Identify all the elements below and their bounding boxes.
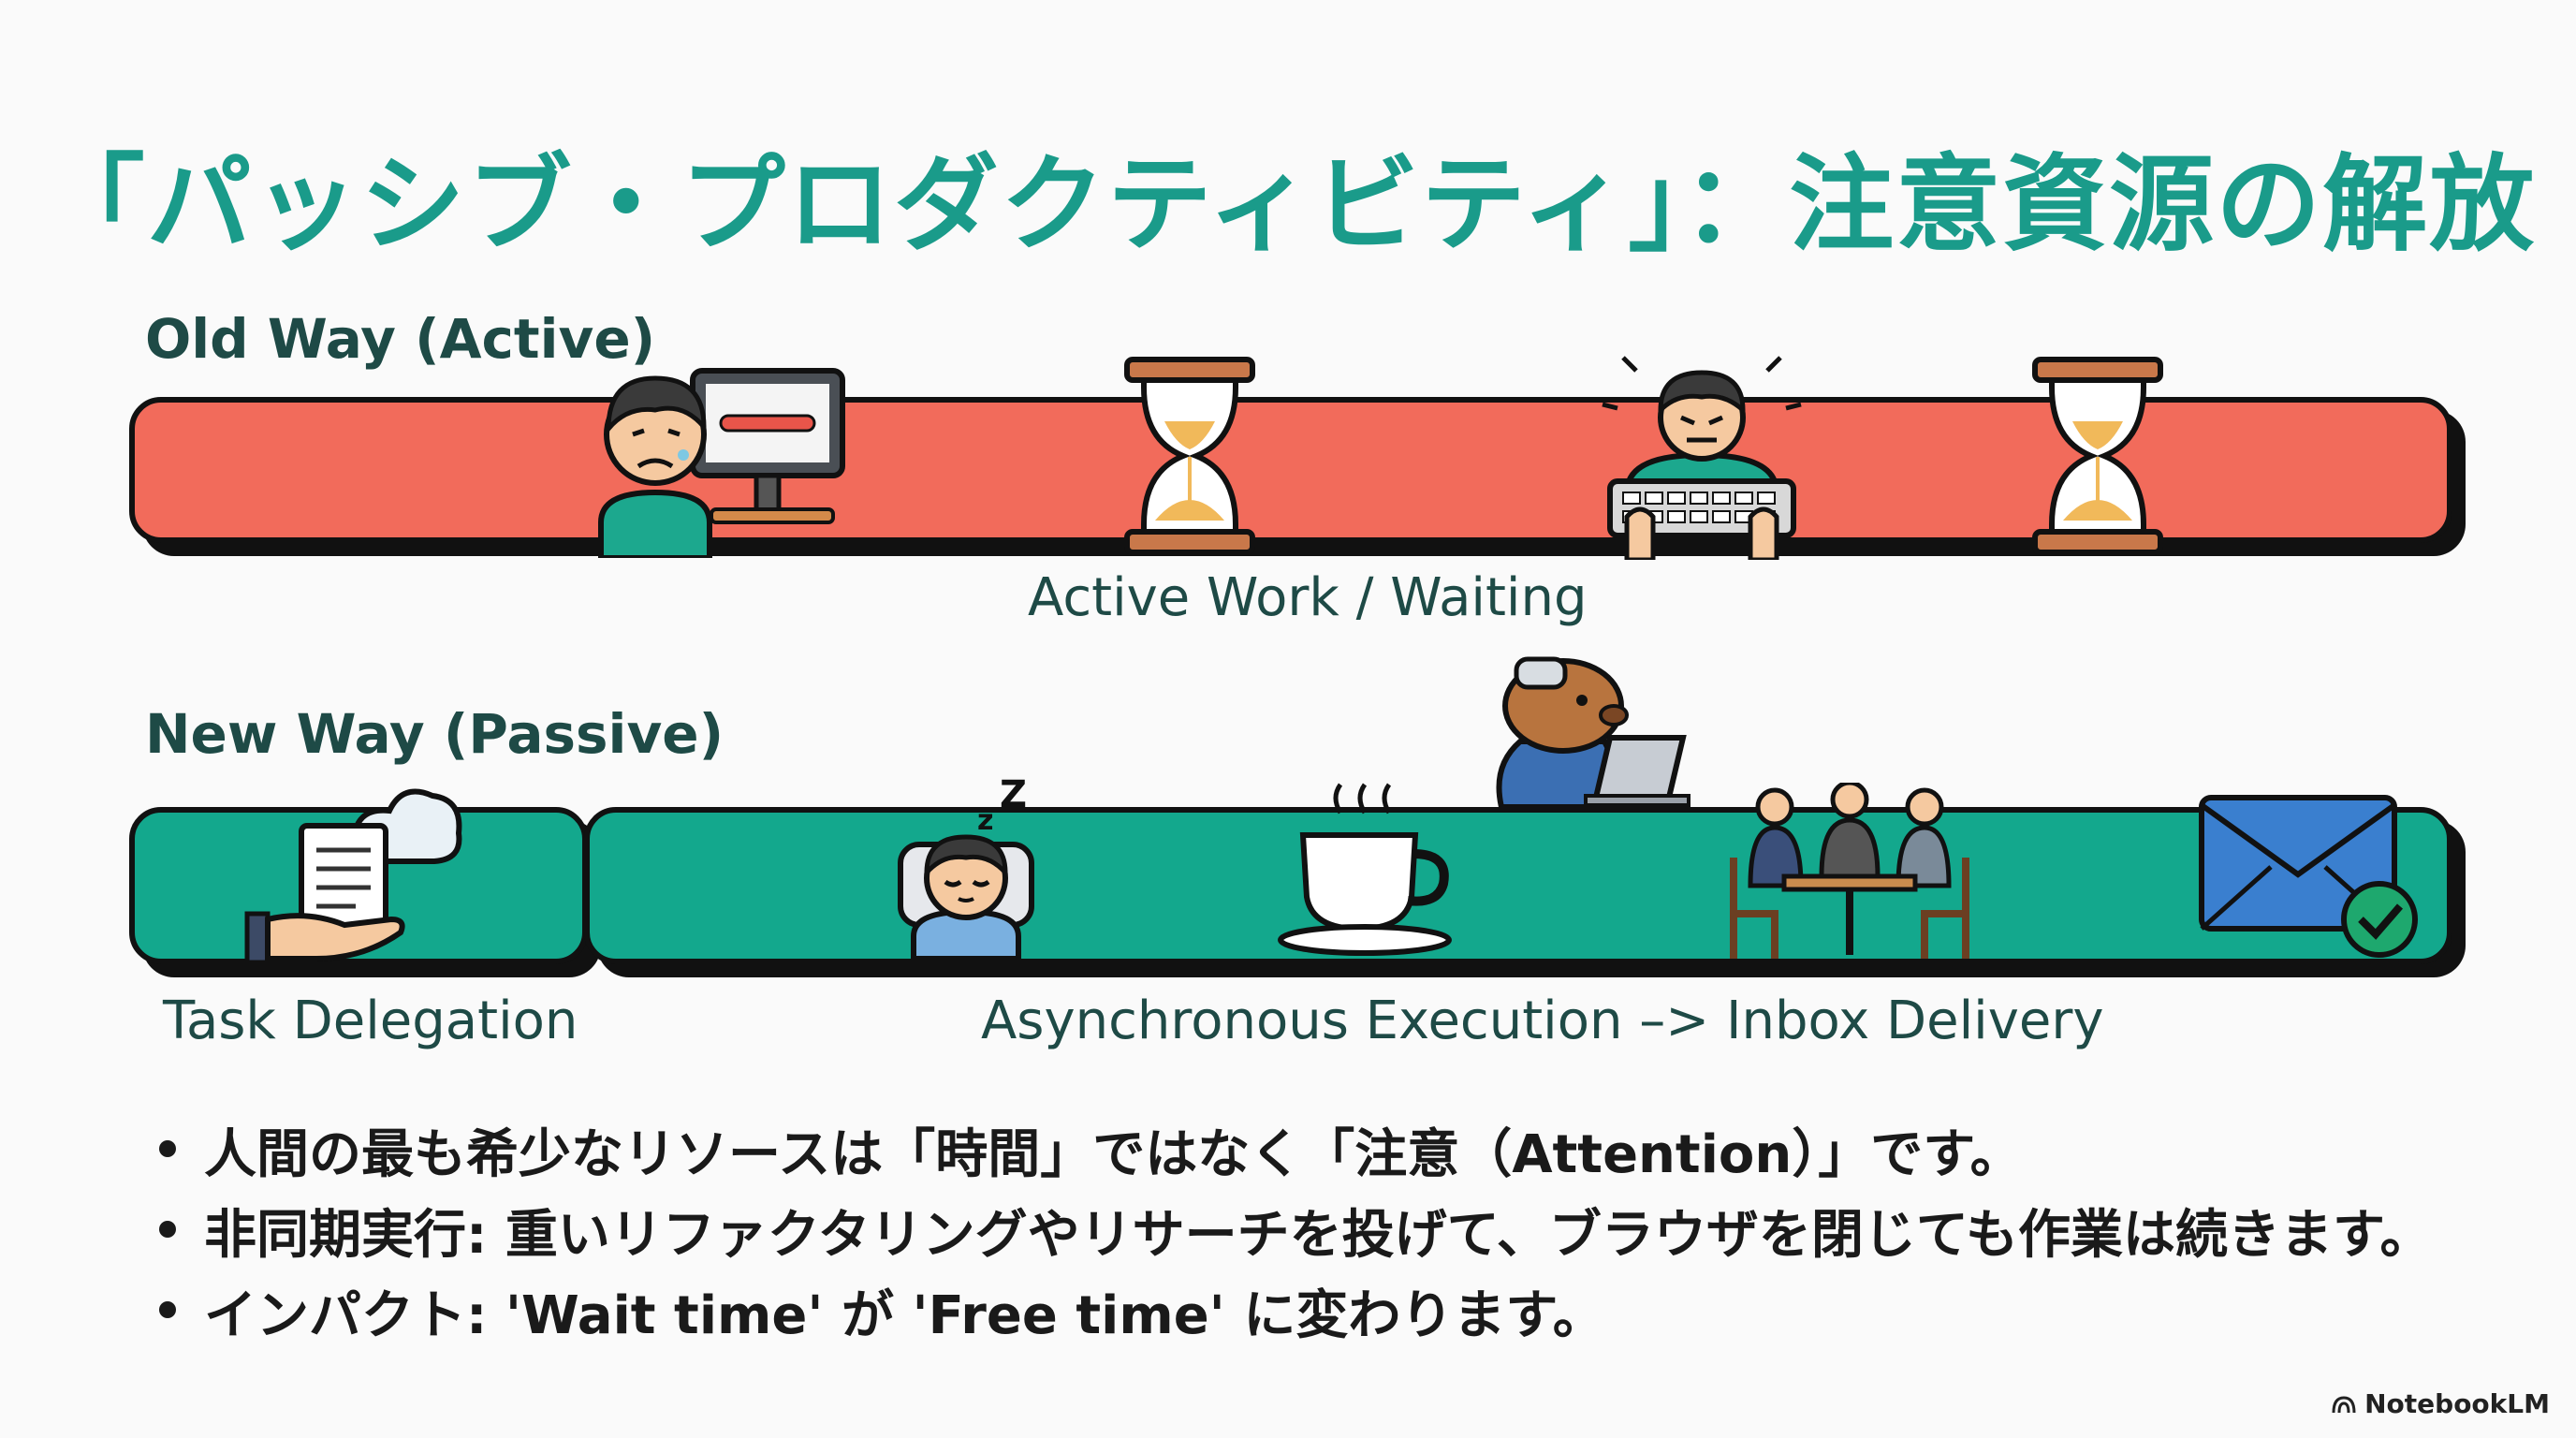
stressed-person-typing-icon	[1602, 356, 1802, 560]
bullet-item: 非同期実行: 重いリファクタリングやリサーチを投げて、ブラウザを閉じても作業は続…	[150, 1193, 2432, 1273]
async-execution-caption: Asynchronous Execution –> Inbox Delivery	[981, 990, 2104, 1051]
new-way-label: New Way (Passive)	[145, 702, 724, 766]
old-way-label: Old Way (Active)	[145, 307, 656, 371]
envelope-check-icon	[2199, 795, 2418, 958]
notebooklm-logo-icon	[2332, 1395, 2356, 1413]
brand-watermark: NotebookLM	[2331, 1388, 2550, 1419]
hourglass-icon	[1124, 357, 1255, 555]
bullet-item: インパクト: 'Wait time' が 'Free time' に変わります。	[150, 1273, 2432, 1354]
task-delegation-caption: Task Delegation	[163, 990, 578, 1051]
meeting-table-icon	[1730, 783, 1969, 959]
worried-person-at-monitor-icon	[598, 368, 845, 558]
brand-name: NotebookLM	[2364, 1388, 2550, 1419]
hourglass-icon	[2032, 357, 2163, 555]
bullet-list: 人間の最も希少なリソースは「時間」ではなく「注意（Attention）」です。 …	[150, 1112, 2432, 1354]
coffee-cup-icon	[1278, 783, 1452, 956]
hand-document-cloud-icon	[244, 788, 462, 965]
sleeping-person-icon: Z z	[898, 773, 1034, 959]
svg-text:z: z	[977, 804, 993, 837]
async-execution-bar	[584, 807, 2452, 964]
svg-text:Z: Z	[1000, 773, 1027, 816]
bullet-item: 人間の最も希少なリソースは「時間」ではなく「注意（Attention）」です。	[150, 1112, 2432, 1193]
capybara-laptop-icon	[1496, 656, 1690, 807]
page-title: 「パッシブ・プロダクティビティ」：注意資源の解放	[39, 144, 2537, 266]
old-way-caption: Active Work / Waiting	[1028, 567, 1588, 628]
